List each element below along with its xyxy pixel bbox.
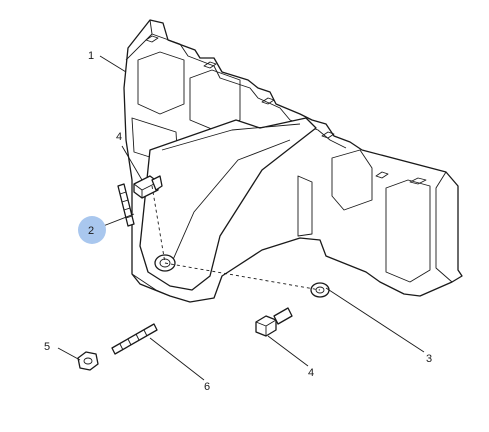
svg-text:4: 4 [308,367,314,379]
callout-1: 1 [88,50,94,62]
callout-4-upper: 4 [116,131,122,143]
svg-text:3: 3 [426,353,432,365]
svg-text:2: 2 [88,225,94,237]
bracket-part-1[interactable] [123,19,463,303]
svg-text:1: 1 [88,50,94,62]
nut-part-5[interactable] [77,351,99,371]
callout-4-lower: 4 [308,367,314,379]
callout-5: 5 [44,341,50,353]
callout-3: 3 [426,353,432,365]
svg-text:5: 5 [44,341,50,353]
callout-2[interactable]: 2 [78,216,106,244]
leader-lines [57,55,425,381]
callout-6: 6 [204,381,210,393]
stud-part-6[interactable] [111,323,158,355]
bolt-part-4-upper[interactable] [133,175,163,199]
svg-text:6: 6 [204,381,210,393]
svg-text:4: 4 [116,131,122,143]
callout-2-highlight [78,216,106,244]
bolt-part-4-lower[interactable] [255,307,293,337]
